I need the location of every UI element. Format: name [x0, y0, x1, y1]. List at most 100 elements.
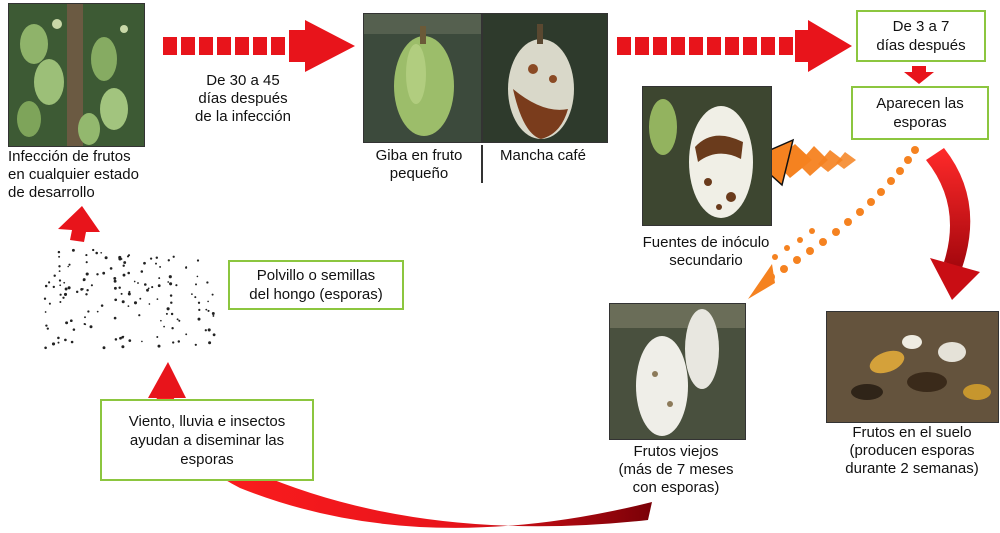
spore-dot	[169, 275, 172, 278]
label-intervalo-1: De 30 a 45 días después de la infección	[178, 72, 308, 126]
spore-dot	[185, 267, 187, 269]
spore-dot	[141, 341, 143, 343]
spore-dot	[207, 310, 209, 312]
spore-dot	[128, 291, 130, 293]
spore-dot	[172, 341, 174, 343]
spore-dot	[45, 285, 48, 288]
spore-dot	[59, 270, 61, 272]
spore-dot	[44, 298, 46, 300]
spore-dot	[173, 256, 175, 258]
dashed-arrow-2	[617, 20, 852, 72]
spore-dot	[122, 336, 124, 338]
spore-dot	[59, 284, 61, 286]
spore-dot	[118, 286, 120, 288]
label-divider	[481, 145, 483, 183]
spore-dot	[166, 313, 168, 315]
spore-dot	[134, 301, 137, 304]
spore-dot	[58, 265, 60, 267]
spore-dot	[90, 325, 93, 328]
spore-dot	[159, 266, 161, 268]
spore-dot	[60, 294, 62, 296]
spore-dot	[128, 305, 130, 307]
spore-dot	[156, 336, 158, 338]
up-arrow-left	[58, 206, 100, 242]
spore-dot	[150, 257, 152, 259]
spore-dot	[158, 277, 160, 279]
spore-dot	[95, 252, 98, 255]
spore-dot	[105, 256, 108, 259]
spore-dot	[123, 261, 126, 264]
spore-dot	[128, 339, 131, 342]
spore-dot	[207, 301, 209, 303]
box-esporas: Aparecen las esporas	[851, 86, 989, 140]
spore-dot	[82, 288, 84, 290]
spore-dot	[212, 315, 214, 317]
spore-dot	[170, 301, 172, 303]
spore-dot	[52, 342, 55, 345]
spore-dot	[195, 283, 197, 285]
spore-dot	[70, 319, 73, 322]
spore-dot	[92, 249, 94, 251]
spore-dot	[149, 303, 151, 305]
label-fuentes: Fuentes de inóculo secundario	[620, 234, 792, 270]
spore-dot	[72, 249, 75, 252]
spore-dot	[59, 279, 61, 281]
spore-dot	[139, 298, 141, 300]
spore-dot	[53, 286, 55, 288]
spore-dot	[83, 279, 85, 281]
spore-dot	[128, 293, 130, 295]
box-intervalo-2: De 3 a 7 días después	[856, 10, 986, 62]
spore-dot	[156, 257, 158, 259]
spore-dot	[194, 296, 196, 298]
photo-giba	[363, 13, 482, 143]
spore-dot	[58, 251, 60, 253]
spore-dot	[49, 303, 51, 305]
spore-dot	[58, 342, 60, 344]
spore-dot	[114, 287, 117, 290]
spore-dot	[103, 346, 106, 349]
spore-dot	[144, 283, 147, 286]
spore-dot	[137, 282, 139, 284]
spore-dot	[208, 328, 211, 331]
label-frutos-suelo: Frutos en el suelo (producen esporas dur…	[826, 424, 998, 478]
spore-dot	[208, 341, 211, 344]
spore-dot	[212, 294, 214, 296]
spore-dot	[178, 320, 180, 322]
spore-dot	[168, 259, 170, 261]
spore-dot	[65, 321, 68, 324]
spore-dot	[65, 288, 68, 291]
dashed-arrow-1	[163, 20, 355, 72]
photo-infected-tree	[8, 3, 145, 147]
spore-dot	[205, 309, 207, 311]
spore-dot	[157, 298, 159, 300]
spore-dot	[167, 307, 170, 310]
spore-dot	[121, 345, 124, 348]
photo-suelo	[826, 311, 999, 423]
photo-inoculo	[642, 86, 772, 226]
spore-dot	[101, 304, 104, 307]
spore-dot	[171, 327, 173, 329]
spore-dot	[45, 311, 47, 313]
spore-dot	[68, 264, 70, 266]
spore-dot	[96, 273, 98, 275]
spore-dot	[57, 337, 60, 340]
curved-arrow-right	[926, 148, 980, 300]
spore-dot	[54, 275, 56, 277]
spore-dot	[175, 284, 177, 286]
spore-dot	[134, 281, 136, 283]
label-infeccion: Infección de frutos en cualquier estado …	[8, 148, 188, 202]
spore-dot	[148, 288, 150, 290]
spore-dot	[158, 345, 161, 348]
spore-dot	[110, 267, 113, 270]
spore-dot	[84, 323, 86, 325]
spore-dot	[119, 337, 122, 340]
spore-dot	[62, 297, 64, 299]
photo-viejos	[609, 303, 746, 440]
spore-dot	[198, 309, 200, 311]
spore-dot	[85, 293, 87, 295]
spore-dot	[160, 320, 162, 322]
small-down-arrow	[904, 66, 934, 84]
spore-dot	[86, 261, 88, 263]
spore-dot	[97, 311, 99, 313]
